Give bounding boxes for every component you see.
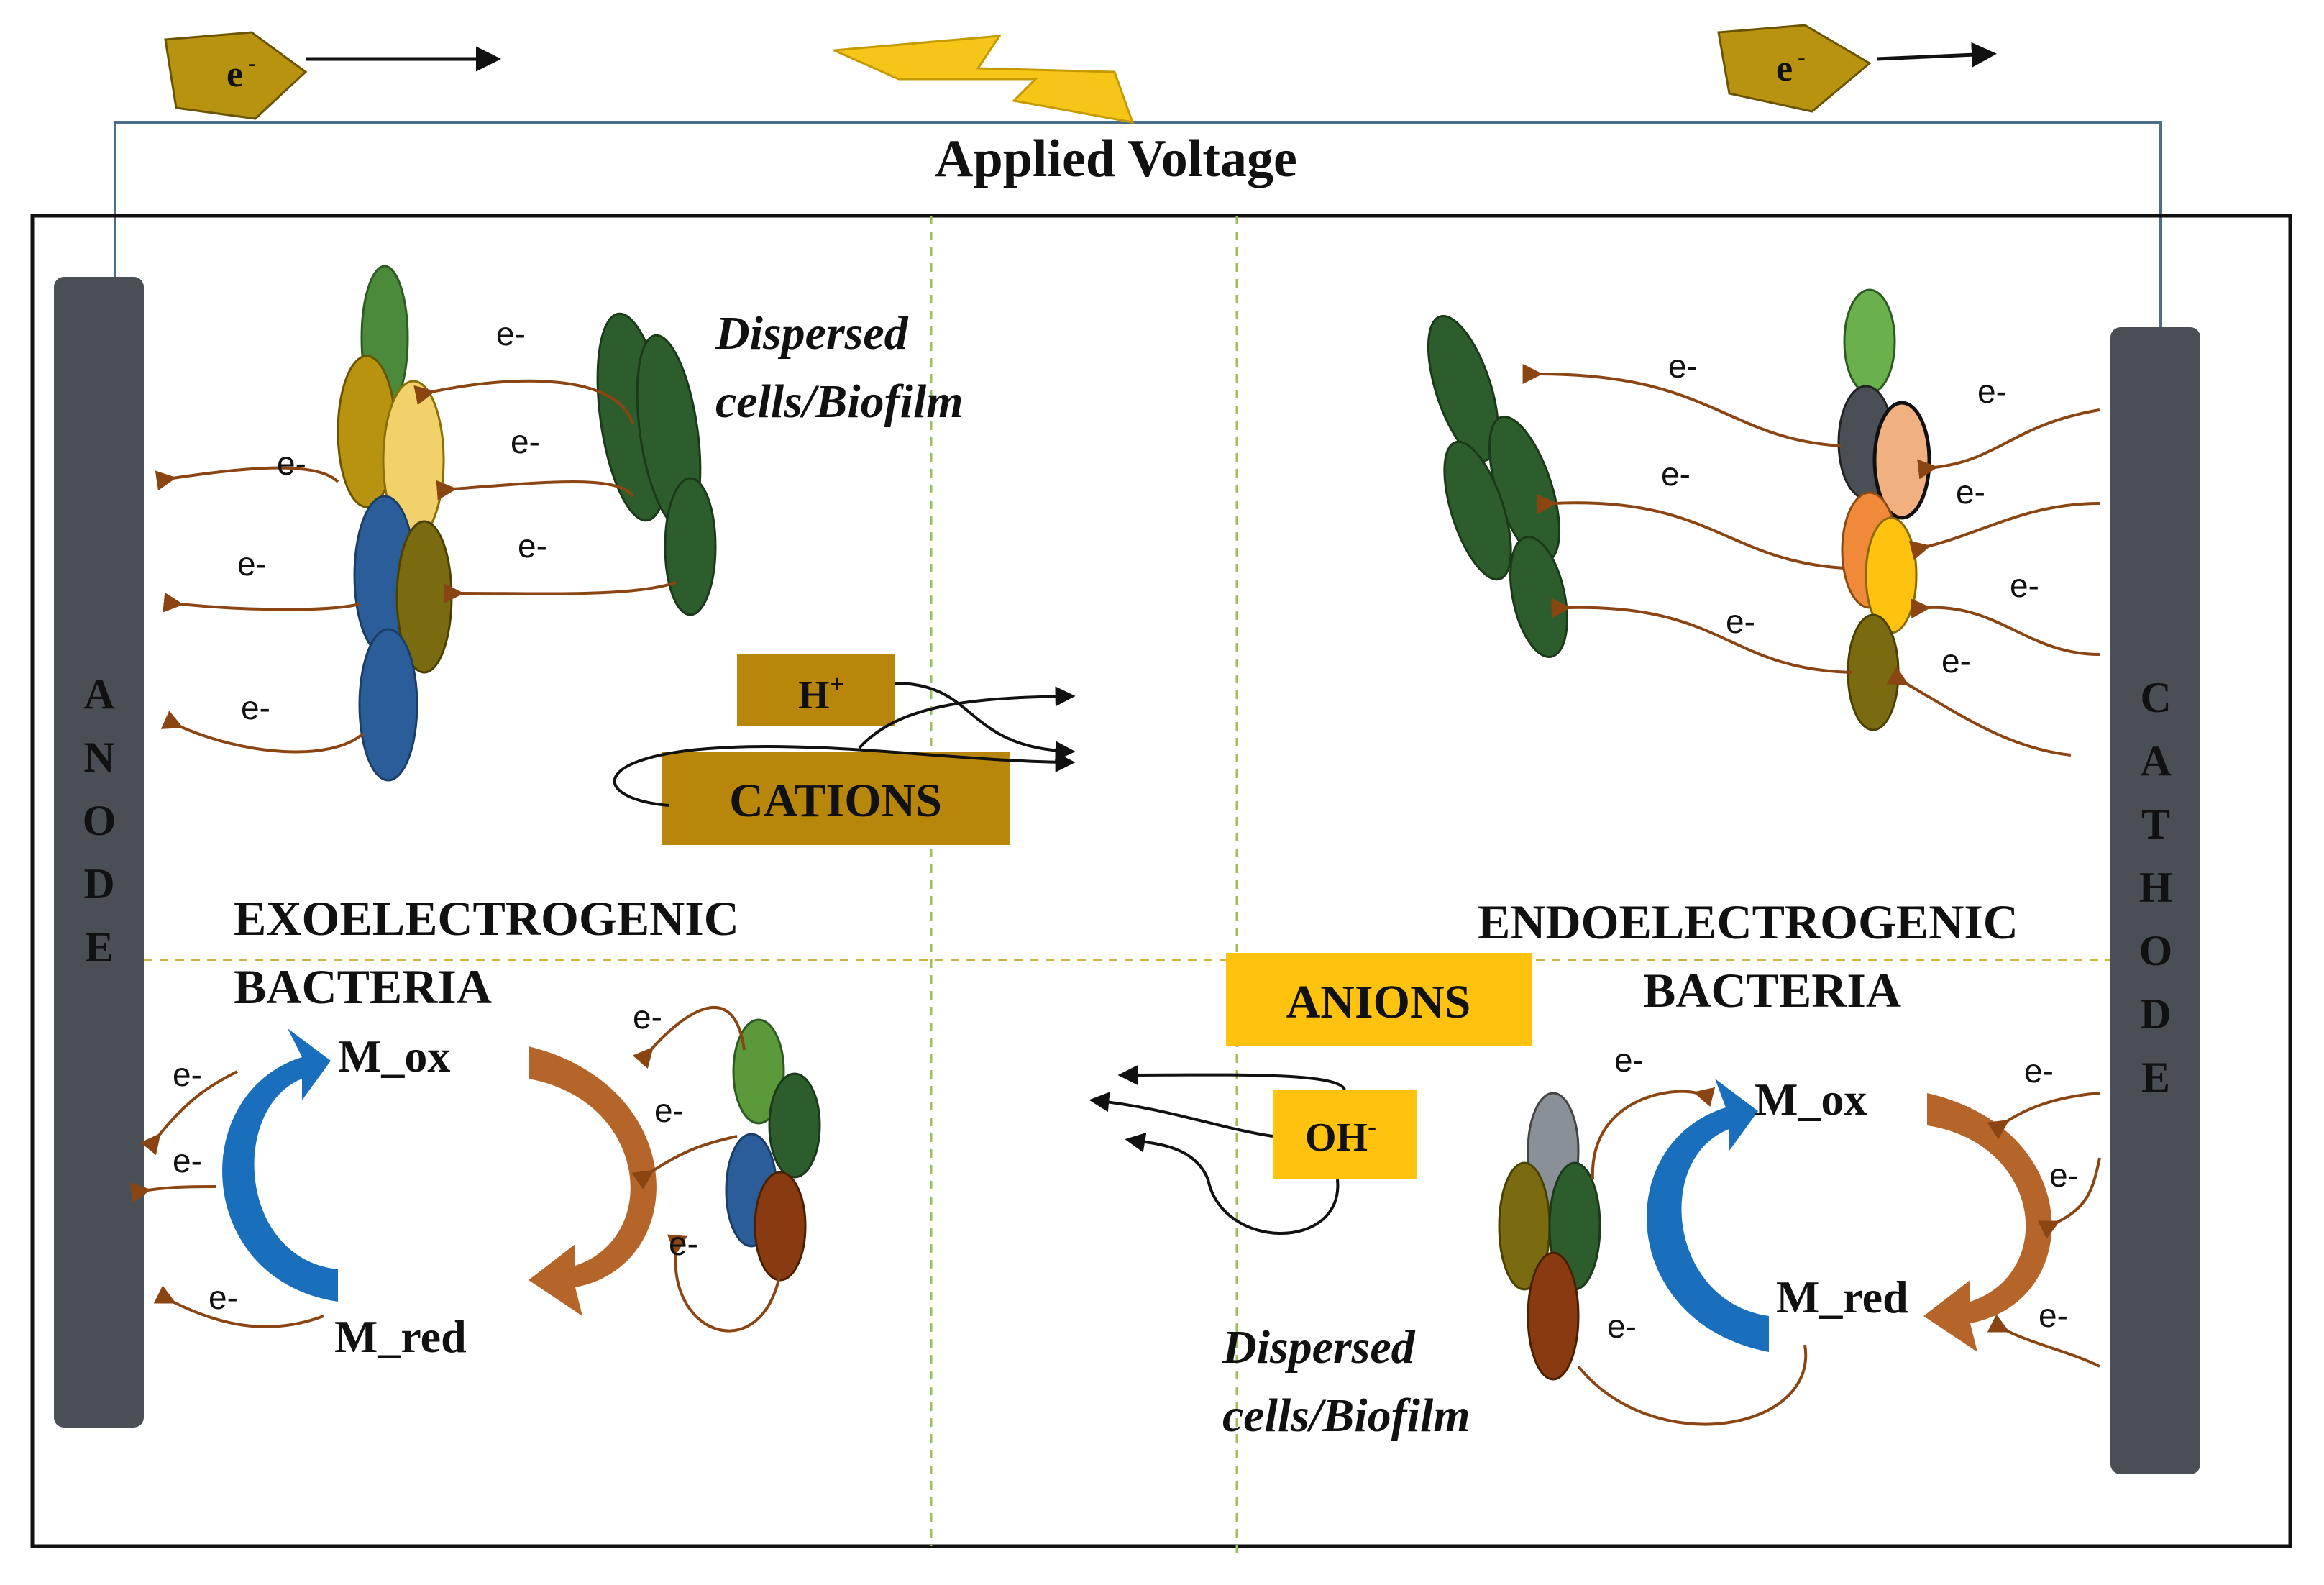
exo-biofilm-cluster bbox=[337, 265, 453, 782]
electron-badge-left-label: e bbox=[227, 54, 243, 95]
h-plus-label: H+ bbox=[798, 670, 844, 718]
electron-badge-right-label: e bbox=[1776, 48, 1793, 89]
electron-label: e- bbox=[1607, 1307, 1637, 1345]
cations-label: CATIONS bbox=[729, 775, 942, 827]
exo-dispersed-cells bbox=[596, 312, 717, 616]
endo-reduction-arrow bbox=[1923, 1093, 2052, 1352]
oh-box bbox=[1273, 1090, 1417, 1179]
exo-oxidation-arrow bbox=[222, 1028, 338, 1302]
dispersed-label-bottom-line1: Dispersed bbox=[1222, 1321, 1416, 1374]
electron-label: e- bbox=[1661, 455, 1691, 493]
electron-label: e- bbox=[2049, 1156, 2079, 1194]
dispersed-label-bottom-line2: cells/Biofilm bbox=[1222, 1389, 1470, 1442]
electron-label: e- bbox=[241, 689, 270, 726]
electron-label: e- bbox=[237, 545, 267, 583]
endo-oxidation-arrow bbox=[1647, 1079, 1769, 1352]
lightning-bolt-icon bbox=[833, 35, 1135, 124]
electron-label: e- bbox=[511, 423, 540, 460]
electron-label: e- bbox=[2039, 1297, 2068, 1334]
electron-label: e- bbox=[1668, 347, 1698, 385]
endo-electron-paths bbox=[1522, 363, 2100, 757]
electron-label: e- bbox=[277, 444, 306, 482]
electron-label: e- bbox=[1614, 1041, 1644, 1079]
cations-box bbox=[662, 752, 1010, 845]
exo-title-line2: BACTERIA bbox=[234, 959, 492, 1014]
exo-reduction-arrow bbox=[529, 1046, 657, 1316]
electron-label: e- bbox=[1977, 373, 2007, 410]
endo-biofilm-cluster bbox=[1837, 288, 1931, 731]
electron-label: e- bbox=[1941, 642, 1971, 680]
h-plus-text: H bbox=[798, 673, 830, 718]
exo-title-line1: EXOELECTROGENIC bbox=[234, 891, 739, 946]
exo-m-ox: M_ox bbox=[338, 1031, 450, 1082]
h-plus-sup: + bbox=[830, 670, 845, 698]
electron-flow-arrow-right bbox=[1876, 42, 1997, 68]
endo-m-red: M_red bbox=[1776, 1271, 1908, 1323]
electron-label: e- bbox=[209, 1279, 238, 1316]
anions-label: ANIONS bbox=[1286, 976, 1471, 1028]
exo-bottom-electron-paths bbox=[129, 1006, 782, 1333]
electron-badge-right-sup: - bbox=[1798, 44, 1806, 70]
h-plus-box bbox=[737, 654, 895, 726]
endo-title-line2: BACTERIA bbox=[1643, 963, 1901, 1018]
anode-electrode bbox=[54, 277, 144, 1428]
cell-border bbox=[30, 214, 2292, 1548]
electron-label: e- bbox=[654, 1092, 684, 1129]
endo-title-line1: ENDOELECTROGENIC bbox=[1478, 895, 2018, 949]
electron-label: e- bbox=[1956, 473, 1985, 511]
cathode-electrode bbox=[2110, 327, 2200, 1474]
electron-label: e- bbox=[173, 1056, 202, 1093]
electron-label: e- bbox=[633, 998, 662, 1036]
electron-badge-left-sup: - bbox=[248, 50, 256, 76]
electron-label: e- bbox=[2010, 567, 2039, 604]
electron-label: e- bbox=[496, 315, 526, 352]
exo-m-red: M_red bbox=[334, 1311, 467, 1362]
anion-flow-arrows bbox=[1089, 1064, 1346, 1235]
electron-badge-right: e - bbox=[1717, 24, 1872, 113]
endo-dispersed-cells bbox=[1427, 314, 1568, 658]
oh-text: OH bbox=[1305, 1115, 1368, 1160]
electron-label: e- bbox=[2024, 1052, 2054, 1090]
electron-badge-left: e - bbox=[164, 31, 308, 120]
exo-bottom-cluster bbox=[725, 1018, 821, 1282]
external-circuit-wire bbox=[114, 121, 2162, 327]
endo-m-ox: M_ox bbox=[1755, 1074, 1867, 1125]
electron-label: e- bbox=[1726, 603, 1755, 640]
oh-label: OH- bbox=[1305, 1112, 1376, 1160]
electron-label: e- bbox=[669, 1225, 698, 1262]
endo-bottom-cluster bbox=[1498, 1092, 1601, 1381]
oh-sup: - bbox=[1368, 1112, 1376, 1141]
electron-label: e- bbox=[518, 527, 547, 565]
cation-flow-arrows bbox=[613, 682, 1076, 807]
applied-voltage-title: Applied Voltage bbox=[935, 129, 1297, 188]
dispersed-label-top-line1: Dispersed bbox=[715, 307, 909, 360]
dispersed-label-top-line2: cells/Biofilm bbox=[715, 375, 964, 428]
exo-electron-paths bbox=[155, 379, 677, 754]
anions-box bbox=[1226, 953, 1532, 1046]
electron-label: e- bbox=[173, 1142, 202, 1179]
endo-bottom-electron-paths bbox=[1577, 1087, 2101, 1426]
